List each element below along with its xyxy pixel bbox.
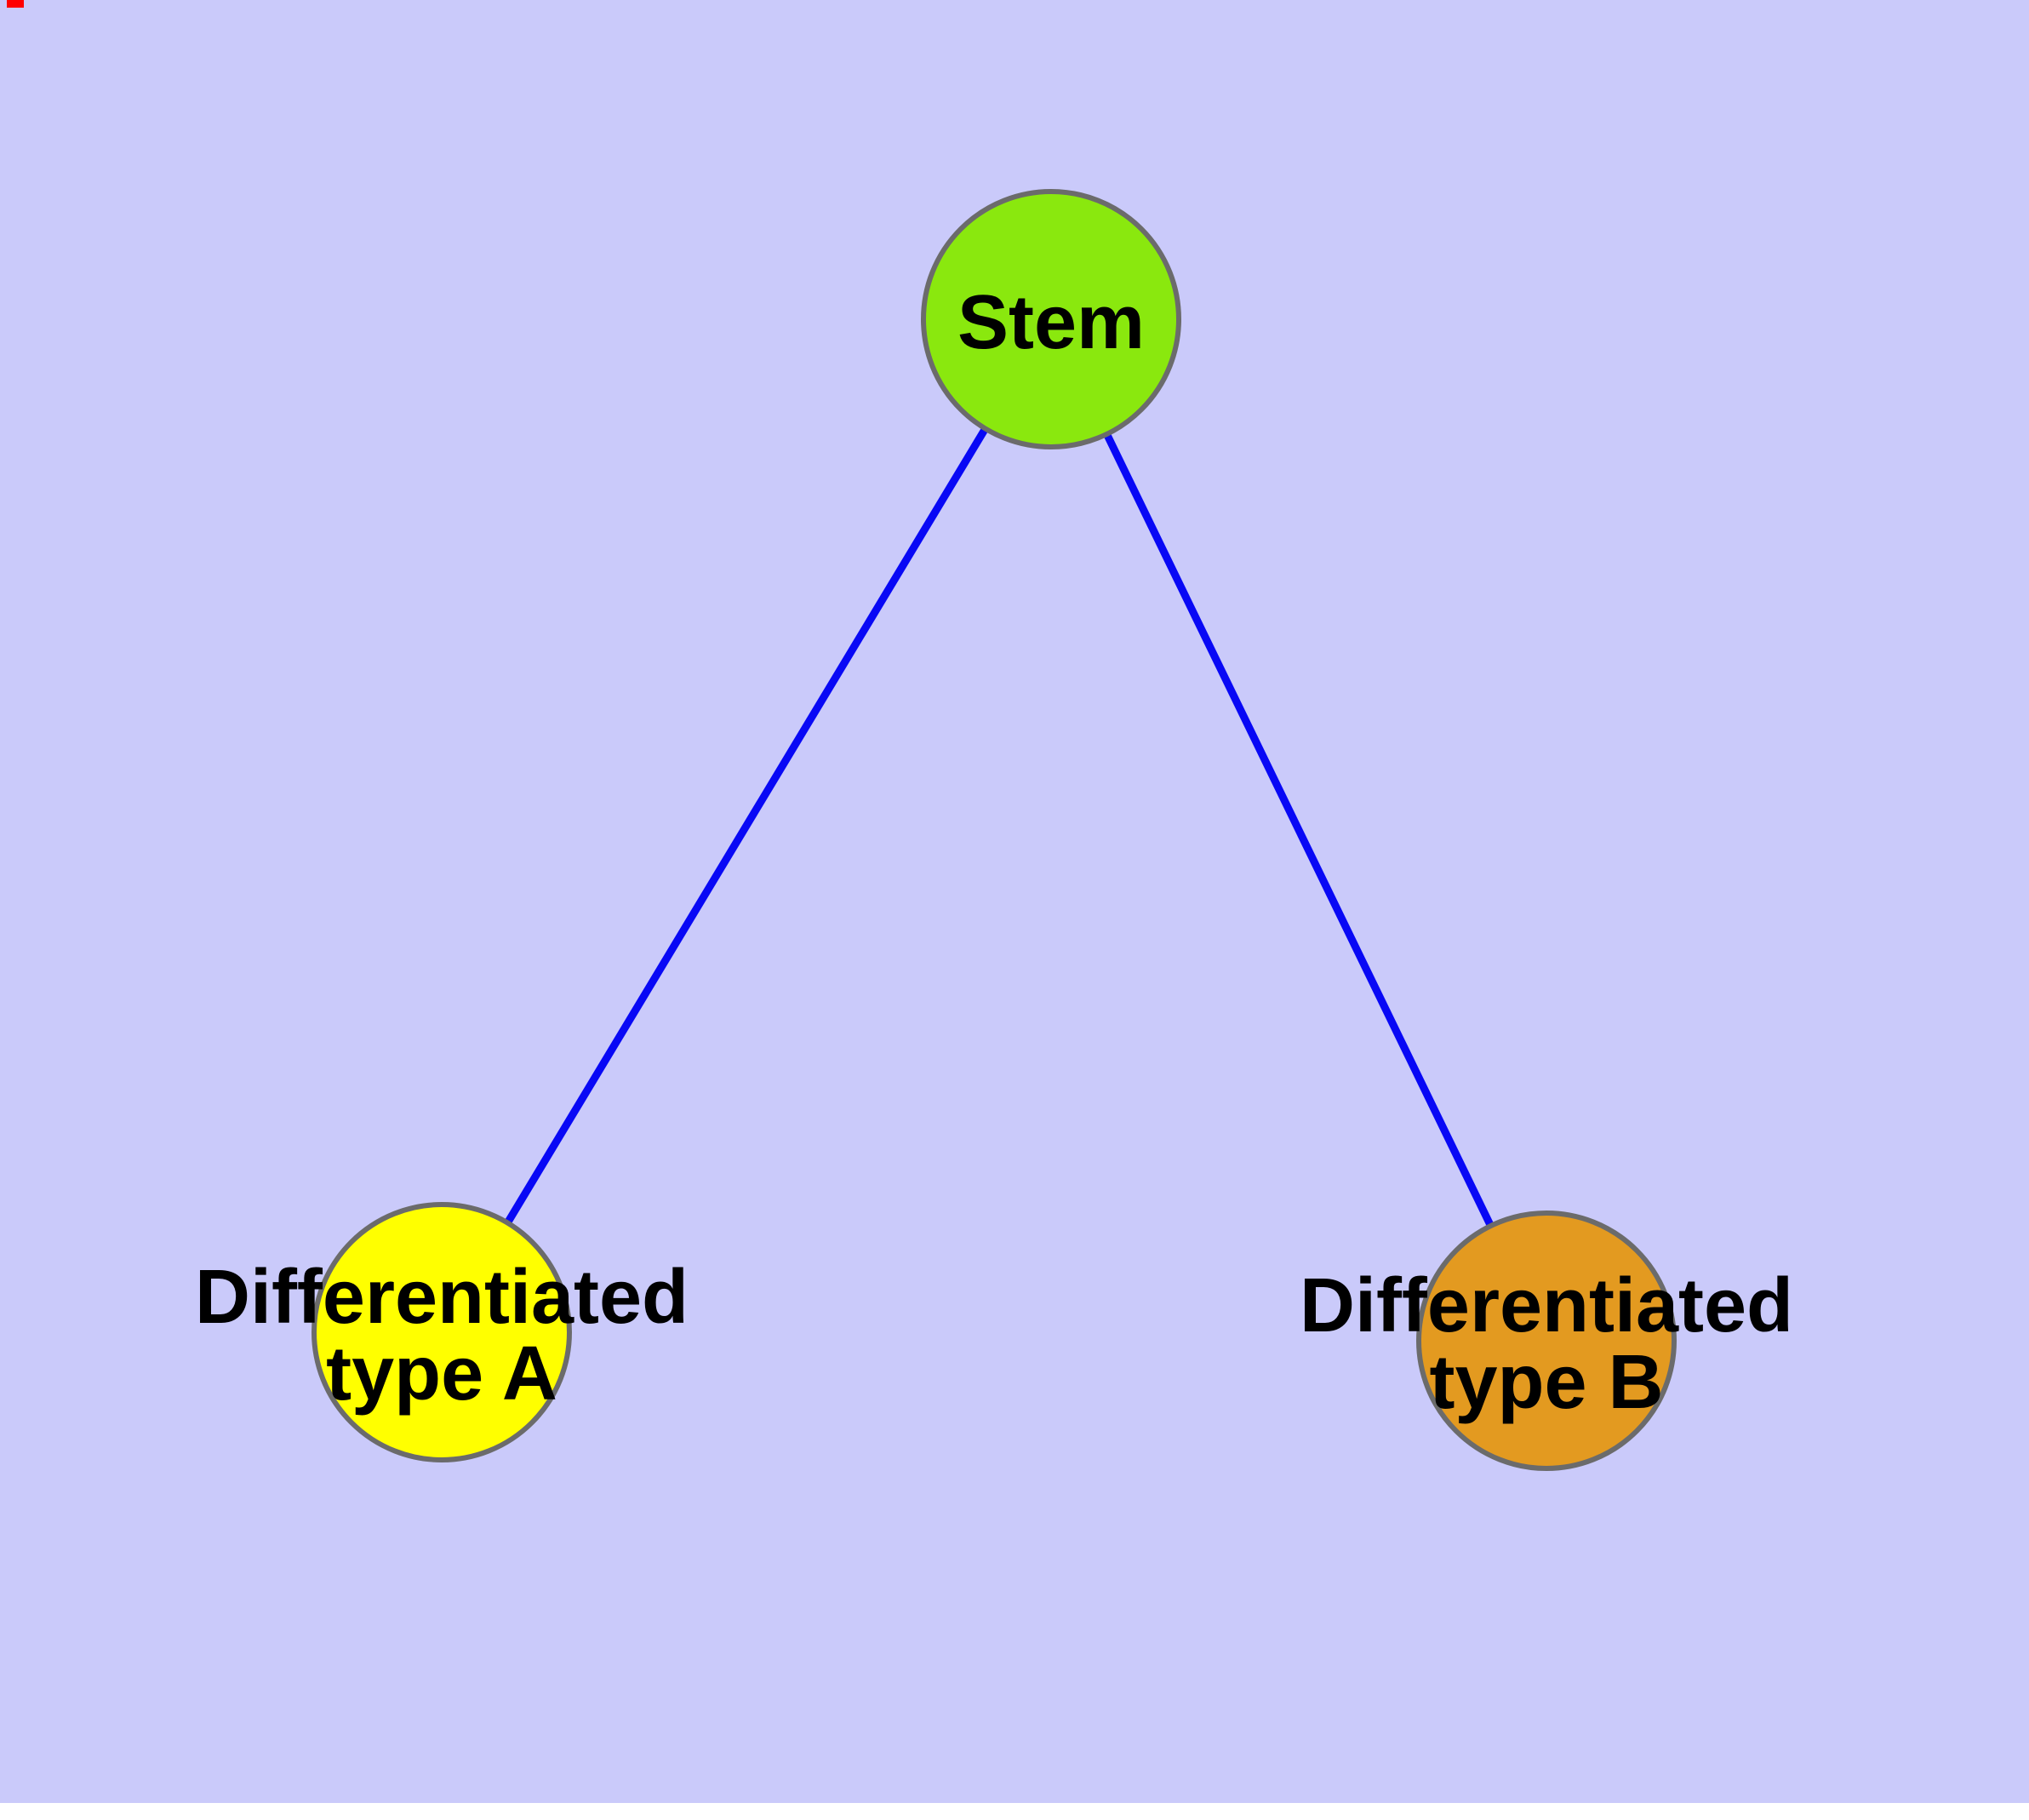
red-marker — [7, 0, 24, 8]
node-label-type-b-line2: type B — [1429, 1340, 1663, 1425]
bottom-strip — [0, 1803, 2029, 1820]
node-label-stem: Stem — [957, 280, 1145, 365]
node-label-type-a-line2: type A — [326, 1331, 557, 1417]
edge-stem-to-type-a — [438, 317, 1055, 1335]
node-differentiated-type-a — [311, 1202, 572, 1462]
edge-stem-to-type-b — [1047, 318, 1551, 1342]
node-differentiated-type-b — [1416, 1210, 1677, 1471]
node-label-type-a-line1: Differentiated — [195, 1255, 689, 1340]
node-label-type-b-line1: Differentiated — [1300, 1263, 1793, 1348]
node-stem — [921, 189, 1181, 449]
